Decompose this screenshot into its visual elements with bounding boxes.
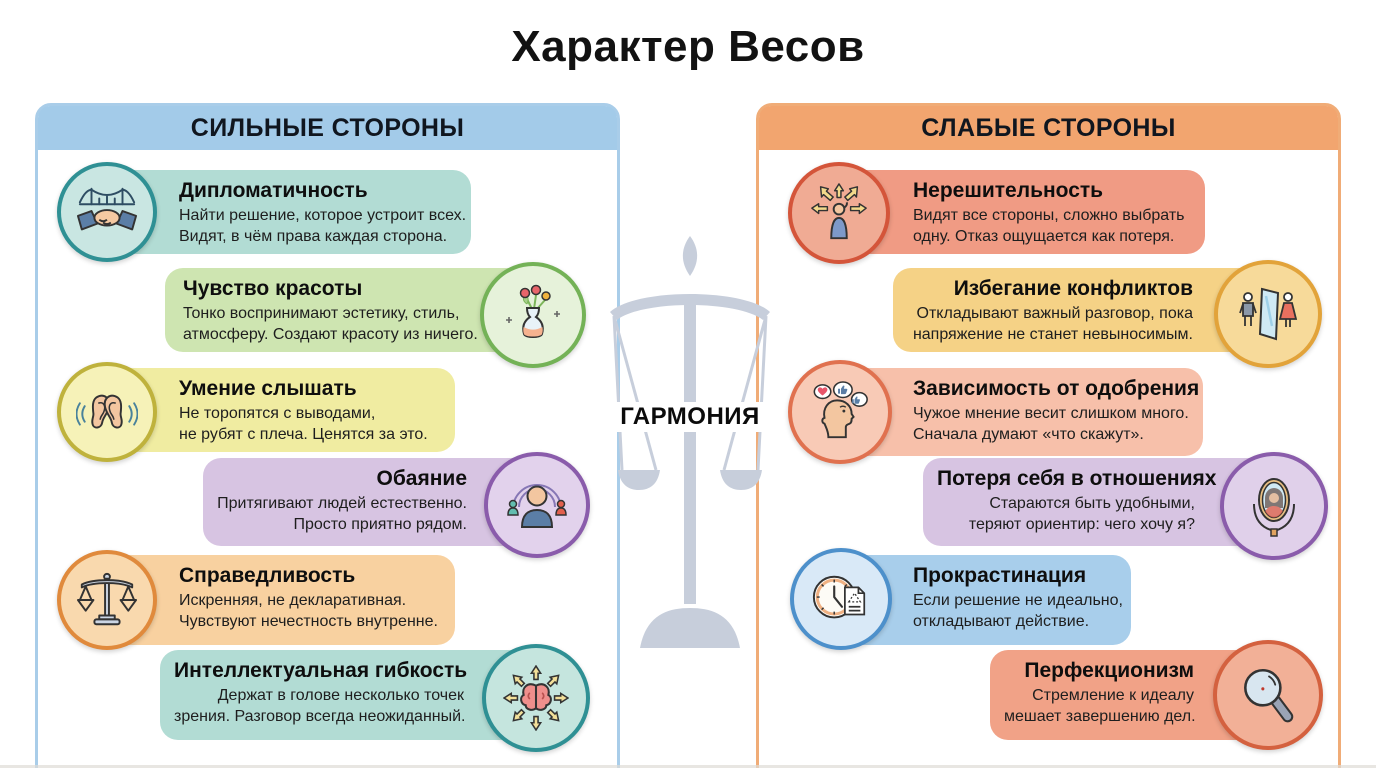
card-text-line: Откладывают важный разговор, пока xyxy=(916,305,1193,322)
card-text-line: Сначала думают «что скажут». xyxy=(913,425,1144,443)
card-title: Избегание конфликтов xyxy=(953,277,1193,300)
beauty-icon-badge xyxy=(480,262,586,368)
card-conflict-avoidance: Избегание конфликтов Откладывают важный … xyxy=(893,268,1275,352)
strengths-header: СИЛЬНЫЕ СТОРОНЫ xyxy=(38,106,617,150)
bottom-divider xyxy=(0,765,1376,768)
card-text-line: Чужое мнение весит слишком много. xyxy=(913,405,1189,422)
card-text-line: мешает завершению дел. xyxy=(1004,707,1196,725)
approval-icon-badge xyxy=(788,360,892,464)
card-text-line: Стремление к идеалу xyxy=(1032,687,1194,704)
person-choice-arrows-icon xyxy=(811,183,867,240)
procrastination-icon-badge xyxy=(790,548,892,650)
card-title: Потеря себя в отношениях xyxy=(937,467,1217,490)
mirror-reflection-icon xyxy=(1253,478,1295,537)
approval-thoughts-icon xyxy=(813,381,868,439)
card-perfectionism: Перфекционизм Стремление к идеалу мешает… xyxy=(990,650,1276,740)
flower-vase-icon xyxy=(506,284,560,338)
card-title: Умение слышать xyxy=(179,377,357,400)
card-title: Перфекционизм xyxy=(1024,659,1194,682)
card-text-line: Тонко воспринимают эстетику, стиль, xyxy=(183,305,460,322)
card-text-line: теряют ориентир: чего хочу я? xyxy=(968,515,1195,533)
card-indecisiveness: Нерешительность Видят все стороны, сложн… xyxy=(835,170,1205,254)
card-title: Зависимость от одобрения xyxy=(913,377,1200,400)
card-text-line: Искренняя, не декларативная. xyxy=(179,592,407,609)
brain-arrows-icon xyxy=(503,665,569,731)
card-text-line: Видят, в чём права каждая сторона. xyxy=(179,227,448,245)
card-title: Обаяние xyxy=(376,467,467,490)
card-text-line: Не торопятся с выводами, xyxy=(179,405,376,422)
card-title: Дипломатичность xyxy=(179,179,368,202)
flexibility-icon-badge xyxy=(482,644,590,752)
card-text-line: Держат в голове несколько точек xyxy=(217,687,464,704)
card-title: Чувство красоты xyxy=(183,277,363,300)
card-title: Интеллектуальная гибкость xyxy=(174,659,468,682)
libra-scales-silhouette xyxy=(610,236,770,648)
card-losing-self: Потеря себя в отношениях Стараются быть … xyxy=(923,458,1275,546)
clock-document-icon xyxy=(812,575,866,619)
card-text-line: одну. Отказ ощущается как потеря. xyxy=(913,227,1175,245)
harmony-label: ГАРМОНИЯ xyxy=(598,402,782,432)
weaknesses-header: СЛАБЫЕ СТОРОНЫ xyxy=(759,106,1338,150)
card-text-line: Чувствуют нечестность внутренне. xyxy=(179,612,438,630)
card-approval-dependence: Зависимость от одобрения Чужое мнение ве… xyxy=(835,368,1203,456)
card-title: Прокрастинация xyxy=(913,564,1087,587)
card-text-line: Просто приятно рядом. xyxy=(293,515,467,533)
card-title: Справедливость xyxy=(179,564,356,587)
card-text-line: Стараются быть удобными, xyxy=(989,495,1195,512)
card-listening: Умение слышать Не торопятся с выводами, … xyxy=(103,368,455,452)
charming-person-icon xyxy=(507,484,567,528)
card-intellectual-flexibility: Интеллектуальная гибкость Держат в голов… xyxy=(160,650,552,740)
fairness-icon-badge xyxy=(57,550,157,650)
magnifier-icon xyxy=(1244,668,1294,723)
card-text-line: откладывают действие. xyxy=(913,612,1090,630)
indecisiveness-icon-badge xyxy=(788,162,890,264)
card-text-line: Притягивают людей естественно. xyxy=(217,495,467,512)
balance-scale-icon xyxy=(76,572,138,626)
charm-icon-badge xyxy=(484,452,590,558)
card-procrastination: Прокрастинация Если решение не идеально,… xyxy=(835,555,1131,645)
handshake-bridge-icon xyxy=(76,187,138,231)
page-title: Характер Весов xyxy=(511,22,865,71)
card-title: Нерешительность xyxy=(913,179,1104,202)
diplomacy-icon-badge xyxy=(57,162,157,262)
card-diplomacy: Дипломатичность Найти решение, которое у… xyxy=(103,170,471,254)
perfectionism-icon-badge xyxy=(1213,640,1323,750)
losing-self-icon-badge xyxy=(1220,452,1328,560)
people-divided-icon xyxy=(1239,287,1298,341)
listening-icon-badge xyxy=(57,362,157,462)
card-text-line: атмосферу. Создают красоту из ничего. xyxy=(183,325,478,343)
card-text-line: не рубят с плеча. Ценятся за это. xyxy=(179,425,428,443)
card-text-line: напряжение не станет невыносимым. xyxy=(912,325,1193,343)
card-text-line: Видят все стороны, сложно выбрать xyxy=(913,207,1185,224)
ears-icon xyxy=(76,394,138,429)
card-text-line: Найти решение, которое устроит всех. xyxy=(179,207,467,224)
card-fairness: Справедливость Искренняя, не декларативн… xyxy=(103,555,455,645)
conflict-avoidance-icon-badge xyxy=(1214,260,1322,368)
card-text-line: Если решение не идеально, xyxy=(913,592,1123,609)
card-text-line: зрения. Разговор всегда неожиданный. xyxy=(174,707,466,725)
